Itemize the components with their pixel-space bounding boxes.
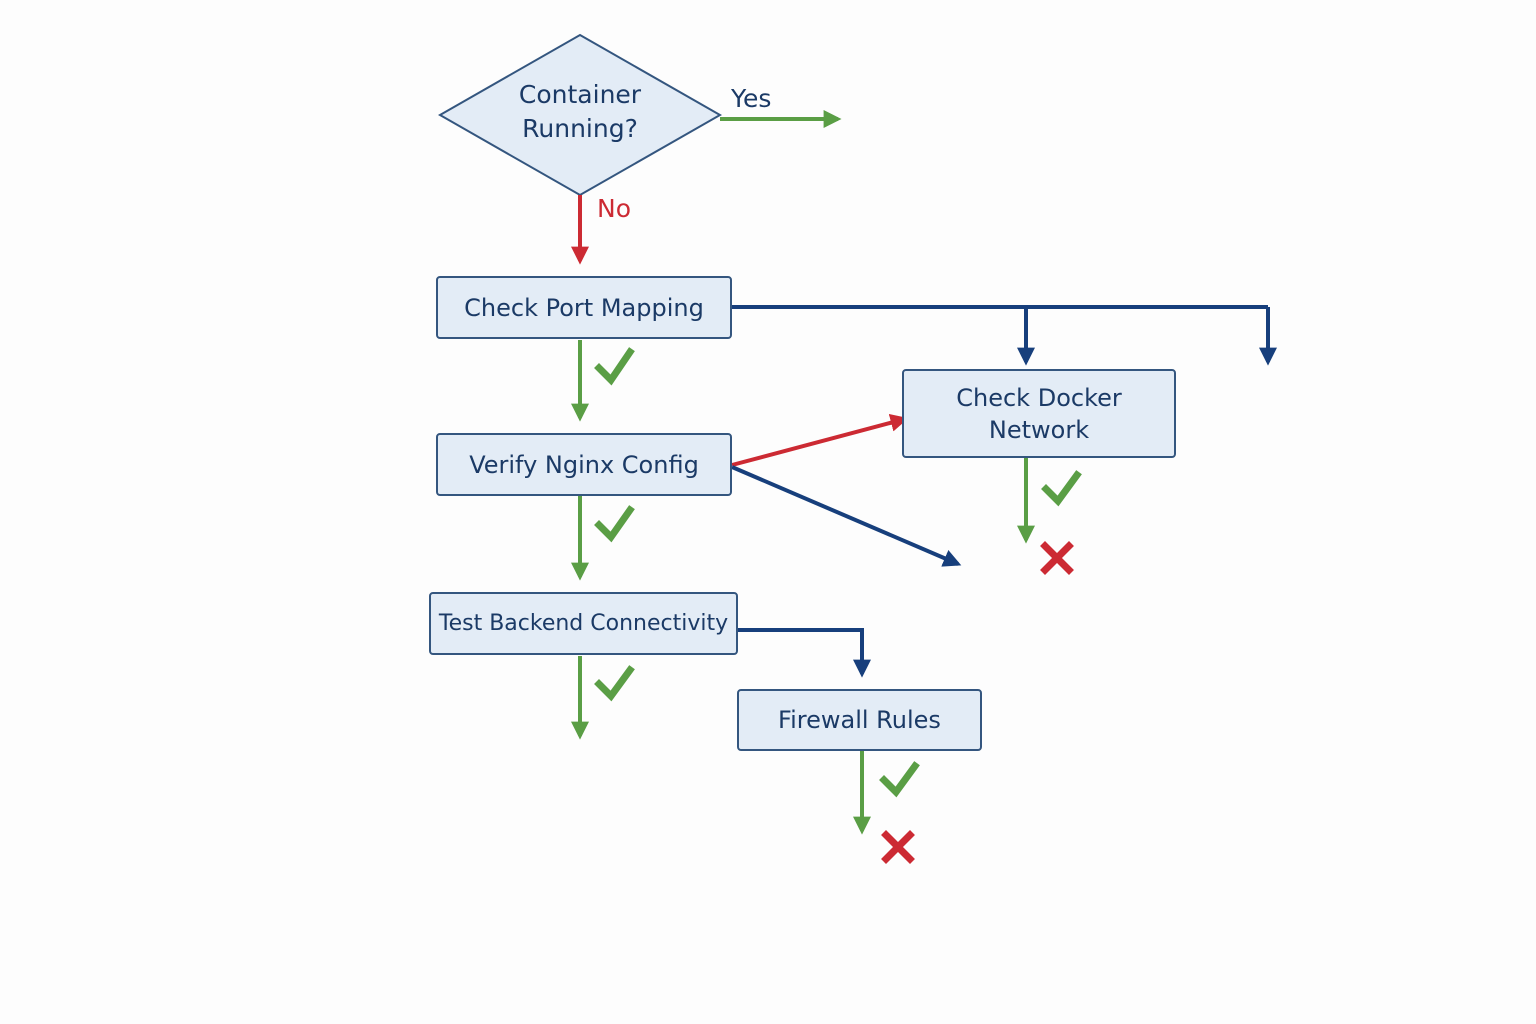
node-label: Firewall Rules bbox=[778, 706, 941, 734]
node-check-port-mapping[interactable]: Check Port Mapping bbox=[436, 276, 732, 339]
node-verify-nginx-config[interactable]: Verify Nginx Config bbox=[436, 433, 732, 496]
node-label: Verify Nginx Config bbox=[469, 450, 699, 479]
check-icon bbox=[879, 761, 920, 798]
node-check-docker-network[interactable]: Check Docker Network bbox=[902, 369, 1176, 458]
check-icon bbox=[594, 505, 635, 543]
cross-icon bbox=[1040, 541, 1074, 575]
nginx-to-docker-arrow bbox=[731, 414, 909, 467]
yes-label: Yes bbox=[731, 84, 772, 113]
node-label: Test Backend Connectivity bbox=[438, 610, 729, 636]
node-test-backend-connectivity[interactable]: Test Backend Connectivity bbox=[429, 592, 738, 655]
nginx-open-arrow bbox=[731, 465, 962, 567]
check-icon bbox=[1041, 470, 1082, 507]
node-label-line2: Network bbox=[988, 415, 1090, 444]
cross-icon bbox=[881, 830, 915, 864]
node-label-line1: Check Docker bbox=[956, 383, 1122, 412]
backend-to-firewall-connector bbox=[738, 628, 871, 678]
no-label: No bbox=[597, 194, 631, 223]
node-firewall-rules[interactable]: Firewall Rules bbox=[737, 689, 982, 751]
check-icon bbox=[594, 665, 635, 702]
decision-label-line2: Running? bbox=[522, 114, 638, 143]
decision-label-line1: Container bbox=[518, 80, 642, 109]
decision-label: Container Running? bbox=[480, 78, 680, 146]
check-icon bbox=[594, 347, 635, 386]
node-label: Check Port Mapping bbox=[464, 293, 704, 322]
